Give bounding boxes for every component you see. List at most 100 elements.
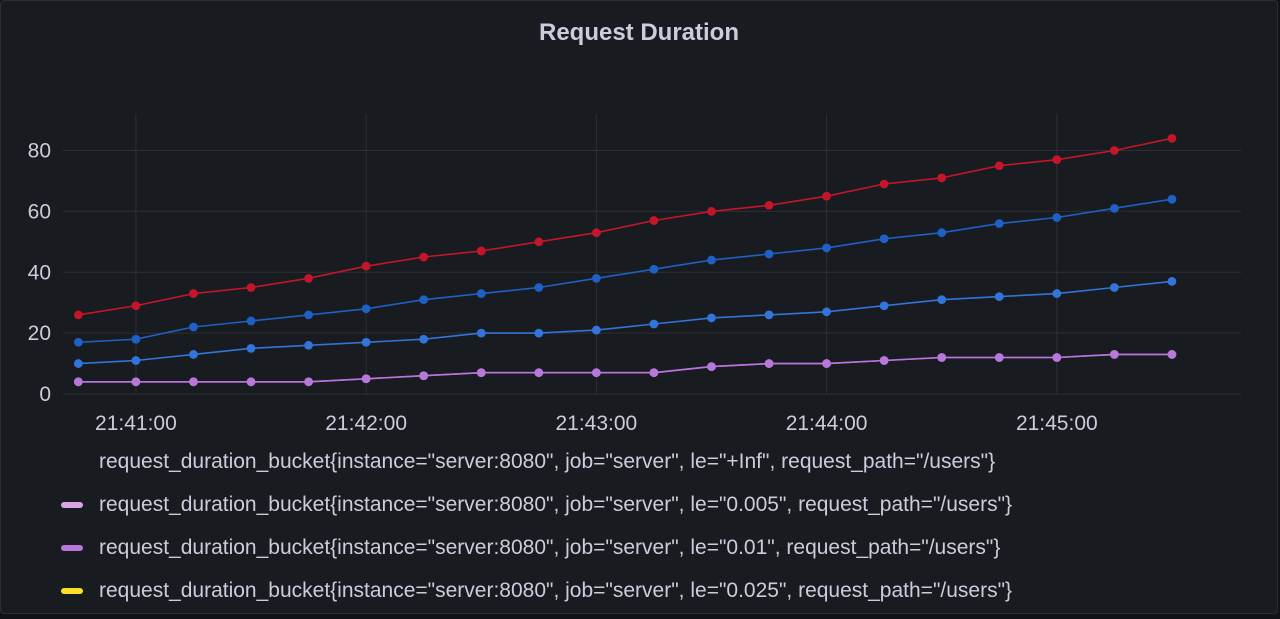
data-point[interactable] <box>1109 350 1119 359</box>
data-point[interactable] <box>476 368 486 378</box>
data-point[interactable] <box>591 228 601 238</box>
data-point[interactable] <box>764 249 774 259</box>
legend-label: request_duration_bucket{instance="server… <box>99 536 1001 559</box>
series-line[interactable] <box>78 353 1172 383</box>
data-point[interactable] <box>476 289 486 298</box>
data-point[interactable] <box>246 316 256 326</box>
data-point[interactable] <box>879 356 889 365</box>
data-point[interactable] <box>937 228 947 238</box>
y-tick-label: 20 <box>28 322 51 345</box>
data-point[interactable] <box>1052 353 1062 362</box>
data-point[interactable] <box>707 362 716 372</box>
data-point[interactable] <box>476 328 486 338</box>
data-point[interactable] <box>246 343 256 353</box>
data-point[interactable] <box>361 261 371 271</box>
data-point[interactable] <box>1167 194 1177 204</box>
data-point[interactable] <box>476 246 486 256</box>
data-point[interactable] <box>304 310 313 320</box>
data-point[interactable] <box>73 337 83 347</box>
data-point[interactable] <box>1167 276 1177 286</box>
data-point[interactable] <box>649 368 659 378</box>
data-point[interactable] <box>131 377 141 387</box>
data-point[interactable] <box>591 273 601 283</box>
data-point[interactable] <box>1052 289 1062 298</box>
series-2 <box>73 276 1177 368</box>
data-point[interactable] <box>189 322 198 332</box>
series-line[interactable] <box>78 353 1172 383</box>
legend-swatch <box>61 502 83 508</box>
data-point[interactable] <box>994 292 1004 302</box>
data-point[interactable] <box>707 313 716 323</box>
data-point[interactable] <box>994 219 1004 228</box>
data-point[interactable] <box>879 179 889 189</box>
data-point[interactable] <box>189 289 198 298</box>
data-point[interactable] <box>361 374 371 384</box>
data-point[interactable] <box>649 264 659 274</box>
series-line[interactable] <box>78 280 1172 365</box>
data-point[interactable] <box>1052 213 1062 222</box>
data-point[interactable] <box>822 307 831 317</box>
y-tick-label: 40 <box>28 261 51 284</box>
data-point[interactable] <box>246 377 256 387</box>
data-point[interactable] <box>994 161 1004 171</box>
data-point[interactable] <box>419 295 429 305</box>
data-point[interactable] <box>1167 133 1177 143</box>
series-line[interactable] <box>78 137 1173 316</box>
data-point[interactable] <box>131 334 141 344</box>
data-point[interactable] <box>304 340 313 350</box>
panel-title[interactable]: Request Duration <box>538 19 739 46</box>
data-point[interactable] <box>707 255 716 265</box>
data-point[interactable] <box>879 234 889 244</box>
data-point[interactable] <box>534 237 544 247</box>
data-point[interactable] <box>937 353 947 362</box>
data-point[interactable] <box>361 304 371 314</box>
data-point[interactable] <box>1109 203 1119 213</box>
data-point[interactable] <box>1109 283 1119 292</box>
data-point[interactable] <box>1109 146 1119 155</box>
data-point[interactable] <box>73 359 83 368</box>
data-point[interactable] <box>937 173 947 183</box>
data-point[interactable] <box>131 301 141 311</box>
x-tick-label: 21:44:00 <box>786 412 868 435</box>
data-point[interactable] <box>649 319 659 329</box>
data-point[interactable] <box>361 337 371 347</box>
data-point[interactable] <box>189 377 198 387</box>
data-point[interactable] <box>304 377 313 387</box>
data-point[interactable] <box>591 368 601 378</box>
data-point[interactable] <box>764 359 774 368</box>
data-point[interactable] <box>707 206 716 216</box>
data-point[interactable] <box>73 310 83 320</box>
data-point[interactable] <box>534 328 544 338</box>
data-point[interactable] <box>419 334 429 344</box>
data-point[interactable] <box>764 310 774 320</box>
series-line[interactable] <box>78 198 1173 344</box>
data-point[interactable] <box>937 295 947 305</box>
series-layer <box>73 133 1177 387</box>
data-point[interactable] <box>534 283 544 292</box>
data-point[interactable] <box>994 353 1004 362</box>
data-point[interactable] <box>649 216 659 225</box>
data-point[interactable] <box>131 356 141 365</box>
data-point[interactable] <box>1167 350 1177 359</box>
series-4 <box>73 350 1177 387</box>
data-point[interactable] <box>764 200 774 210</box>
data-point[interactable] <box>822 359 831 368</box>
data-point[interactable] <box>879 301 889 311</box>
data-point[interactable] <box>419 371 429 381</box>
data-point[interactable] <box>822 191 831 201</box>
data-point[interactable] <box>1052 155 1062 165</box>
data-point[interactable] <box>419 252 429 262</box>
series-3 <box>73 350 1177 387</box>
data-point[interactable] <box>246 283 256 292</box>
data-point[interactable] <box>304 273 313 283</box>
data-point[interactable] <box>534 368 544 378</box>
data-point[interactable] <box>822 243 831 253</box>
data-point[interactable] <box>189 350 198 359</box>
legend-swatch <box>61 588 83 594</box>
data-point[interactable] <box>73 377 83 387</box>
data-point[interactable] <box>591 325 601 335</box>
grid-layer <box>63 114 1241 395</box>
